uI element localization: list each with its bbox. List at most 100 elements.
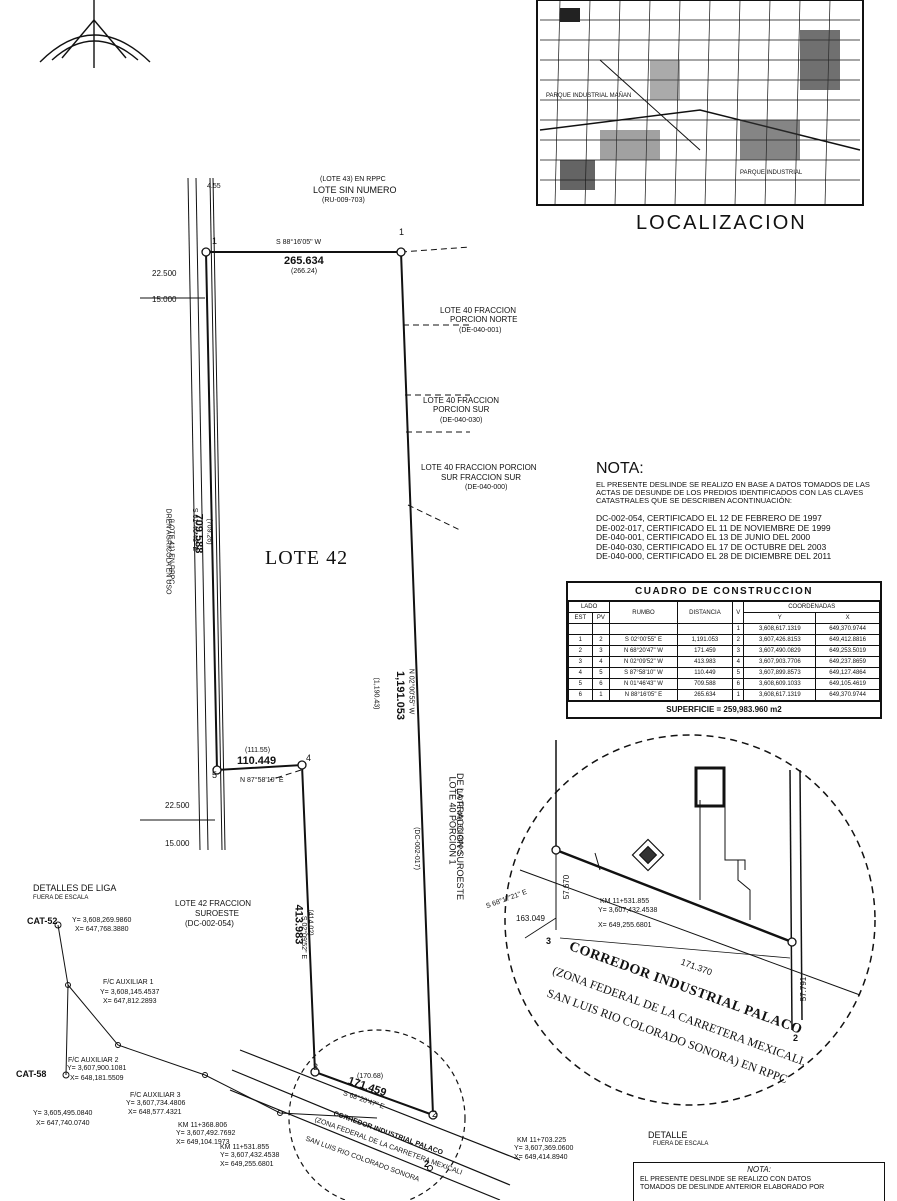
lote42-so-1: LOTE 42 FRACCION: [175, 899, 252, 908]
col-header: PV: [591, 612, 611, 624]
road-lines: [229, 1029, 521, 1200]
map-label: PARQUE INDUSTRIAL: [740, 170, 803, 176]
vertex-label: 1: [399, 227, 405, 237]
note-text: El presente deslinde se realizo en base …: [596, 480, 870, 505]
cat52-x: X= 647,768.3880: [75, 926, 129, 933]
bearing-54: N 87°58'10" E: [240, 777, 284, 784]
cat58-x: X= 647,740.0740: [36, 1120, 90, 1127]
offset-15000-b: 15.000: [165, 839, 190, 848]
location-title: LOCALIZACION: [636, 212, 807, 234]
distance-east: 1,191.053: [393, 671, 406, 720]
distance-north: 265.634: [284, 255, 324, 267]
drain-strip: [140, 177, 226, 851]
detail-vertex: 2: [793, 1033, 799, 1043]
km1-x: X= 649,104.1973: [176, 1139, 230, 1146]
lote40-sur-3: (DE-040-030): [440, 417, 483, 424]
distance-43-prev: (414.02): [306, 909, 314, 936]
tie-traverse: [54, 921, 433, 1171]
detail-title: DETALLE: [648, 1130, 688, 1140]
aux2-label: F/C AUXILIAR 2: [68, 1057, 119, 1064]
cat52-label: CAT-52: [27, 916, 58, 926]
col-header: COORDENADAS: [743, 601, 880, 613]
note-title: NOTA:: [596, 460, 644, 477]
distance-east-prev: (1,190.43): [372, 677, 380, 710]
offset-15000: 15.000: [152, 295, 177, 304]
aux3-y: Y= 3,607,734.4806: [126, 1100, 186, 1107]
km3-label: KM 11+703.225: [517, 1137, 567, 1144]
lote40-sur-1: LOTE 40 FRACCION: [423, 396, 500, 405]
north-arrow-icon: [39, 0, 151, 68]
detail-dist-57670: 57.670: [562, 874, 572, 900]
km2-y: Y= 3,607,432.4538: [220, 1152, 280, 1159]
note-cert: DE-040-000, CERTIFICADO EL 28 DE DICIEMB…: [596, 551, 832, 562]
bearing-west: S 01°46'43" E: [191, 507, 199, 552]
detail-subtitle: FUERA DE ESCALA: [653, 1141, 709, 1147]
lote40-norte-3: (DE-040-001): [459, 327, 502, 334]
aux2-x: X= 648,181.5509: [70, 1075, 124, 1082]
note2-text-1: El presente deslinde se realizo con dato…: [640, 1176, 812, 1183]
lote42-so-3: (DC-002-054): [185, 919, 234, 928]
bearing-east: N 02°00'55" W: [407, 668, 415, 715]
liga-subtitle: FUERA DE ESCALA: [33, 895, 89, 901]
location-map: [536, 0, 864, 206]
cat58-label: CAT-58: [16, 1069, 47, 1079]
aux2-y: Y= 3,607,900.1081: [67, 1065, 127, 1072]
distance-54: 110.449: [237, 755, 277, 767]
lote40-norte-2: PORCION NORTE: [450, 315, 518, 324]
north-adjoining-1: (LOTE 43) EN RPPC: [320, 176, 386, 183]
lote40-sur-sur-2: SUR FRACCION SUR: [441, 473, 522, 482]
note-block: NOTA: El presente deslinde se realizo en…: [596, 460, 886, 562]
cat52-y: Y= 3,608,269.9860: [72, 917, 132, 924]
col-header: RUMBO: [609, 601, 678, 624]
distance-32-prev: (170.68): [357, 1073, 384, 1080]
note-cert: DC-002-054, CERTIFICADO EL 12 DE FEBRERO…: [596, 513, 822, 523]
lote40-norte-1: LOTE 40 FRACCION: [440, 306, 517, 315]
vertex-label: 3: [313, 1062, 319, 1072]
offset-22500-b: 22.500: [165, 801, 190, 810]
detail-km: KM 11+531.855: [600, 898, 650, 905]
km2-label: KM 11+531.855: [220, 1144, 270, 1151]
km1-label: KM 11+368.806: [178, 1122, 228, 1129]
km3-y: Y= 3,607,369.0600: [514, 1145, 574, 1152]
lote40-porcion1-4: (DC-002-017): [412, 827, 420, 870]
distance-north-prev: (266.24): [291, 268, 318, 275]
vertex-label: 1: [212, 236, 218, 246]
aux1-y: Y= 3,608,145.4537: [100, 989, 160, 996]
col-header: DISTANCIA: [676, 601, 734, 624]
km1-y: Y= 3,607,492.7692: [176, 1130, 236, 1137]
lote40-porcion1-3: (LOTE 40) EN RPPC: [455, 788, 463, 855]
vertex-label: 2: [432, 1109, 438, 1119]
col-header: EST: [568, 612, 593, 624]
vertex-markers: [201, 247, 797, 1120]
lote40-sur-sur-1: LOTE 40 FRACCION PORCION: [421, 463, 537, 472]
detail-dist-163: 163.049: [516, 914, 545, 923]
detail-circle: [504, 734, 876, 1106]
distance-54-prev: (111.55): [245, 747, 271, 754]
dist-455: 4.55: [207, 183, 221, 190]
distance-west-prev: (709.26): [205, 518, 213, 545]
cat58-y: Y= 3,605,495.0840: [33, 1110, 93, 1117]
lote42-so-2: SUROESTE: [195, 909, 240, 918]
note-cert: DE-002-017, CERTIFICADO EL 11 DE NOVIEMB…: [596, 522, 831, 533]
km3-x: X= 649,414.8940: [514, 1154, 568, 1161]
map-label: PARQUE INDUSTRIAL MAÑAN: [546, 93, 632, 99]
col-header: X: [815, 612, 880, 624]
table-title: CUADRO DE CONSTRUCCION: [568, 583, 880, 601]
lote40-sur-2: PORCION SUR: [433, 405, 490, 414]
aux1-x: X= 647,812.2893: [103, 998, 157, 1005]
aux3-label: F/C AUXILIAR 3: [130, 1092, 181, 1099]
liga-title: DETALLES DE LIGA: [33, 883, 117, 893]
note2-text-2: tomados de deslinde anterior elaborado p…: [640, 1184, 825, 1191]
drain-label-2: (LOTE 41) EN RPPC: [167, 518, 175, 585]
detail-dist-57791: 57.791: [799, 976, 809, 1002]
vertex-label: 5: [212, 770, 218, 780]
col-header: LADO: [567, 601, 611, 613]
offset-22500: 22.500: [152, 269, 177, 278]
vertex-label: 4: [306, 753, 312, 763]
construction-table: CUADRO DE CONSTRUCCION LADO RUMBO DISTAN…: [566, 581, 882, 719]
